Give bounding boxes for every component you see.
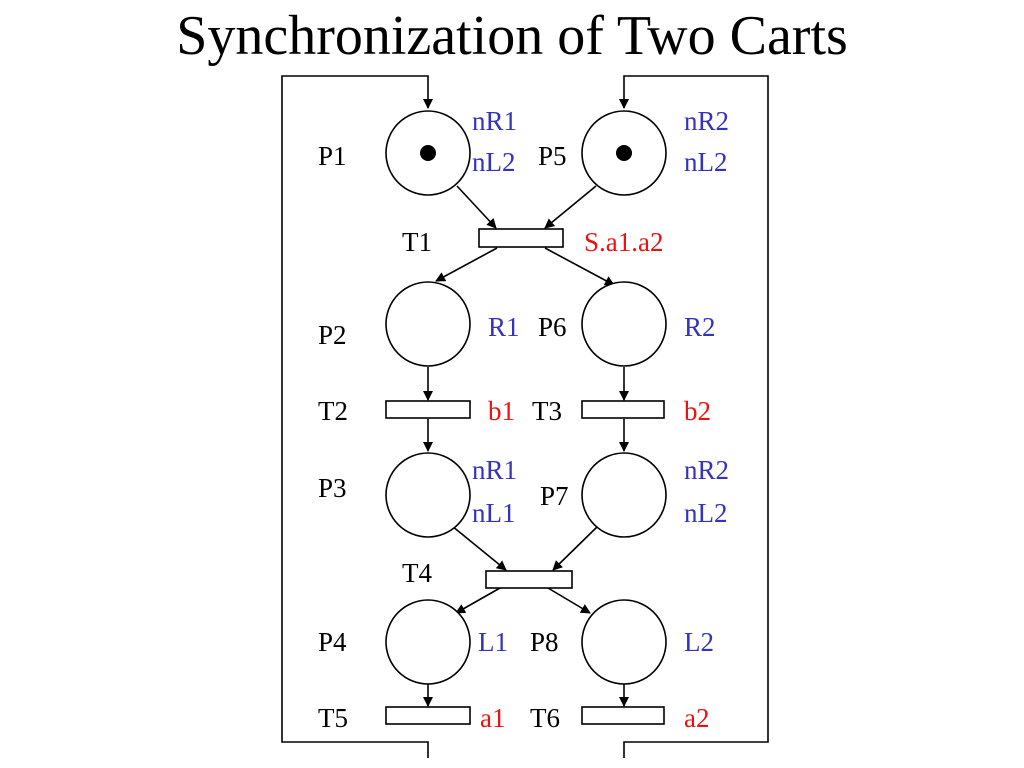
- place-p3: [385, 452, 471, 538]
- condition-label-t1: S.a1.a2: [584, 227, 663, 257]
- transition-label-t4: T4: [402, 558, 432, 588]
- place-label-p6: P6: [538, 312, 567, 342]
- action-label: R2: [684, 312, 716, 342]
- arc-t1-p6: [544, 247, 615, 286]
- transition-label-t5: T5: [318, 703, 348, 733]
- arc-p3-t4: [451, 525, 507, 571]
- transition-label-t3: T3: [532, 396, 562, 426]
- arc-p1-t1: [456, 185, 497, 229]
- transition-t5: [385, 706, 471, 725]
- place-p2: [385, 281, 471, 367]
- transition-label-t1: T1: [402, 227, 432, 257]
- slide-title: Synchronization of Two Carts: [176, 5, 848, 67]
- transition-t1: [478, 228, 564, 248]
- action-label: L2: [684, 627, 714, 657]
- action-label: nR1: [472, 455, 517, 485]
- arc-t4-p8: [547, 587, 591, 614]
- action-label: L1: [478, 627, 508, 657]
- place-label-p2: P2: [318, 320, 347, 350]
- action-label: nR2: [684, 106, 729, 136]
- place-label-p5: P5: [538, 141, 567, 171]
- transition-t6: [581, 706, 665, 725]
- transition-t2: [385, 400, 471, 419]
- arc-t4-p4: [455, 587, 501, 614]
- condition-label-t6: a2: [684, 703, 709, 733]
- arc-p5-t1: [544, 185, 597, 229]
- action-label: nL2: [684, 498, 728, 528]
- condition-label-t3: b2: [684, 396, 711, 426]
- transition-label-t6: T6: [530, 703, 560, 733]
- place-label-p4: P4: [318, 627, 347, 657]
- loop-arc-t5-p1: [281, 75, 433, 758]
- action-label: nR1: [472, 106, 517, 136]
- loop-arc-t6-p5: [619, 75, 769, 758]
- condition-label-t2: b1: [488, 396, 515, 426]
- transition-label-t2: T2: [318, 396, 348, 426]
- place-label-p3: P3: [318, 473, 347, 503]
- action-label: nL1: [472, 498, 516, 528]
- action-label: nR2: [684, 455, 729, 485]
- place-p1: [385, 110, 471, 196]
- arc-t1-p2: [435, 247, 498, 282]
- condition-label-t5: a1: [480, 703, 505, 733]
- token-dot: [616, 145, 632, 161]
- action-label: nL2: [684, 147, 728, 177]
- place-p4: [385, 599, 471, 685]
- place-p6: [581, 281, 667, 367]
- place-label-p7: P7: [540, 481, 569, 511]
- arc-p7-t4: [552, 525, 599, 571]
- token-dot: [420, 145, 436, 161]
- place-p7: [581, 452, 667, 538]
- place-p5: [581, 110, 667, 196]
- transition-t4: [485, 570, 573, 589]
- action-label: R1: [488, 312, 520, 342]
- transition-t3: [581, 400, 665, 419]
- place-label-p1: P1: [318, 141, 347, 171]
- place-p8: [581, 599, 667, 685]
- place-label-p8: P8: [530, 627, 559, 657]
- action-label: nL2: [472, 147, 516, 177]
